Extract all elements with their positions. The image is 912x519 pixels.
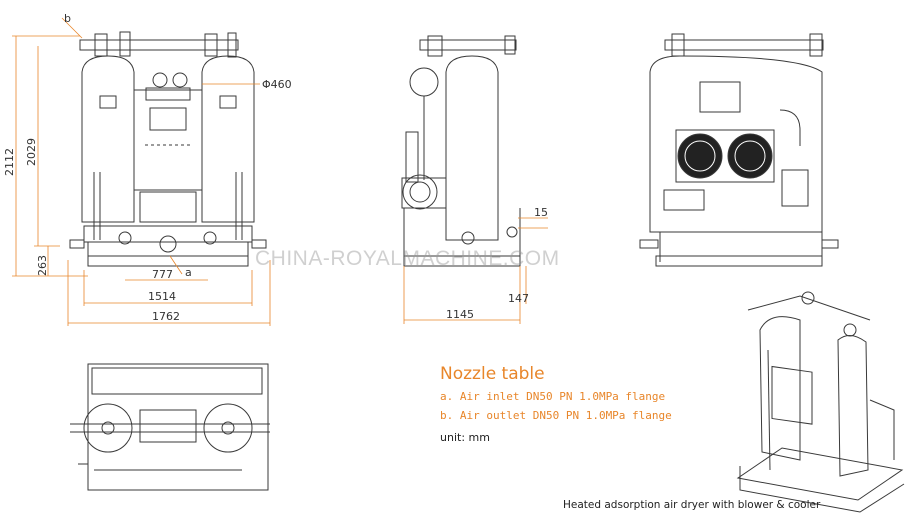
cooler-fan-right: [727, 133, 773, 179]
side-view: [401, 35, 521, 267]
marker-a-label: a: [185, 266, 192, 279]
nozzle-item-a: a. Air inlet DN50 PN 1.0MPa flange: [440, 390, 666, 403]
top-view: [70, 363, 270, 491]
isometric-view: [736, 291, 905, 513]
depth-label: 1145: [446, 308, 474, 321]
side-view-labels: 1145 147 15: [446, 206, 548, 321]
front-view-labels: b a 2112 2029 263 777 1514 1762 Φ460: [3, 12, 292, 323]
vessel-diameter-label: Φ460: [262, 78, 292, 91]
total-height-label: 2112: [3, 148, 16, 176]
total-width-label: 1762: [152, 310, 180, 323]
nozzle-offset-label: 15: [534, 206, 548, 219]
side-view-dimensions: [403, 217, 548, 324]
height-label: 2029: [25, 138, 38, 166]
unit-label: unit: mm: [440, 431, 490, 444]
figure-caption: Heated adsorption air dryer with blower …: [563, 499, 821, 511]
front-view-dimensions: [12, 17, 271, 326]
frame-width-label: 1514: [148, 290, 176, 303]
cooler-fan-left: [677, 133, 723, 179]
nozzle-table-title: Nozzle table: [440, 364, 545, 384]
rear-view: [639, 33, 839, 267]
nozzle-item-b: b. Air outlet DN50 PN 1.0MPa flange: [440, 409, 672, 422]
base-height-label: 263: [36, 255, 49, 276]
inlet-center-label: 777: [152, 268, 173, 281]
front-view: [69, 31, 267, 267]
offset-label: 147: [508, 292, 529, 305]
watermark: CHINA-ROYALMACHINE.COM: [255, 247, 560, 270]
marker-b-label: b: [64, 12, 71, 25]
